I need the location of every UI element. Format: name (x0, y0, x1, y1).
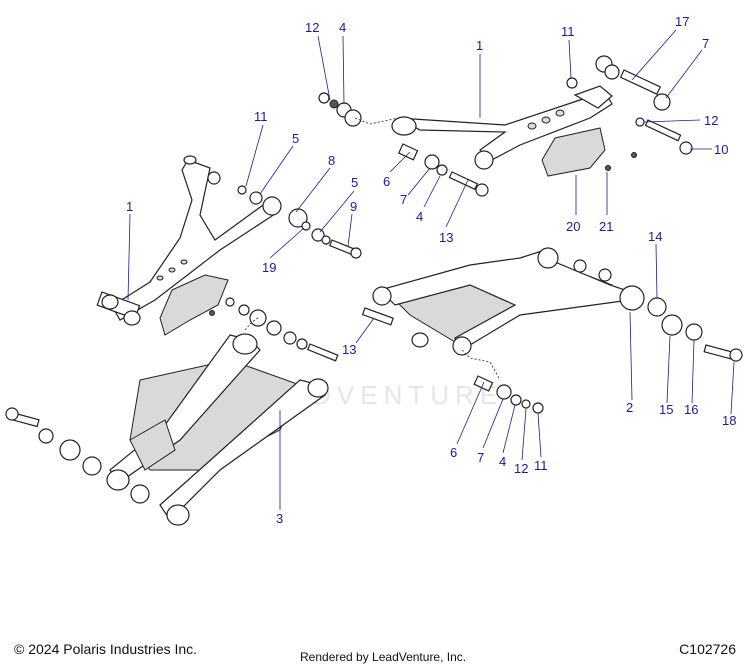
upper-left-heat-shield (159, 274, 229, 336)
callout-4: 4 (339, 20, 346, 35)
callout-labels: 12 4 1 11 17 7 12 10 11 5 8 5 9 19 1 6 7… (126, 14, 736, 526)
lower-right-hardware (361, 297, 743, 414)
leader-lines (127, 29, 735, 510)
callout-17: 17 (675, 14, 689, 29)
callout-3: 3 (276, 511, 283, 526)
upper-left-hardware (209, 185, 362, 316)
callout-13: 13 (439, 230, 453, 245)
callout-11: 11 (561, 24, 575, 39)
callout-21: 21 (599, 219, 613, 234)
callout-12: 12 (514, 461, 528, 476)
callout-18: 18 (722, 413, 736, 428)
callout-15: 15 (659, 402, 673, 417)
callout-10: 10 (714, 142, 728, 157)
lower-right-control-arm (372, 247, 645, 356)
callout-12: 12 (305, 20, 319, 35)
callout-7: 7 (400, 192, 407, 207)
callout-4: 4 (416, 209, 423, 224)
callout-16: 16 (684, 402, 698, 417)
callout-7: 7 (702, 36, 709, 51)
callout-2: 2 (626, 400, 633, 415)
lower-left-hardware (5, 297, 339, 504)
callout-1: 1 (126, 199, 133, 214)
upper-left-control-arm (96, 155, 282, 326)
rendered-by-text: Rendered by LeadVenture, Inc. (300, 650, 467, 664)
callout-5: 5 (351, 175, 358, 190)
callout-6: 6 (383, 174, 390, 189)
callout-14: 14 (648, 229, 662, 244)
diagram-code: C102726 (679, 641, 736, 657)
callout-13: 13 (342, 342, 356, 357)
callout-9: 9 (350, 199, 357, 214)
callout-7: 7 (477, 450, 484, 465)
upper-right-control-arm (391, 85, 613, 170)
lower-left-control-arm (106, 333, 329, 526)
callout-1: 1 (476, 38, 483, 53)
callout-20: 20 (566, 219, 580, 234)
callout-8: 8 (328, 153, 335, 168)
upper-right-hardware (318, 55, 693, 197)
upper-right-heat-shield (541, 127, 606, 177)
callout-6: 6 (450, 445, 457, 460)
copyright-text: © 2024 Polaris Industries Inc. (14, 641, 198, 657)
callout-11: 11 (254, 109, 268, 124)
callout-11: 11 (534, 458, 548, 473)
callout-12: 12 (704, 113, 718, 128)
callout-4: 4 (499, 454, 506, 469)
callout-19: 19 (262, 260, 276, 275)
callout-5: 5 (292, 131, 299, 146)
